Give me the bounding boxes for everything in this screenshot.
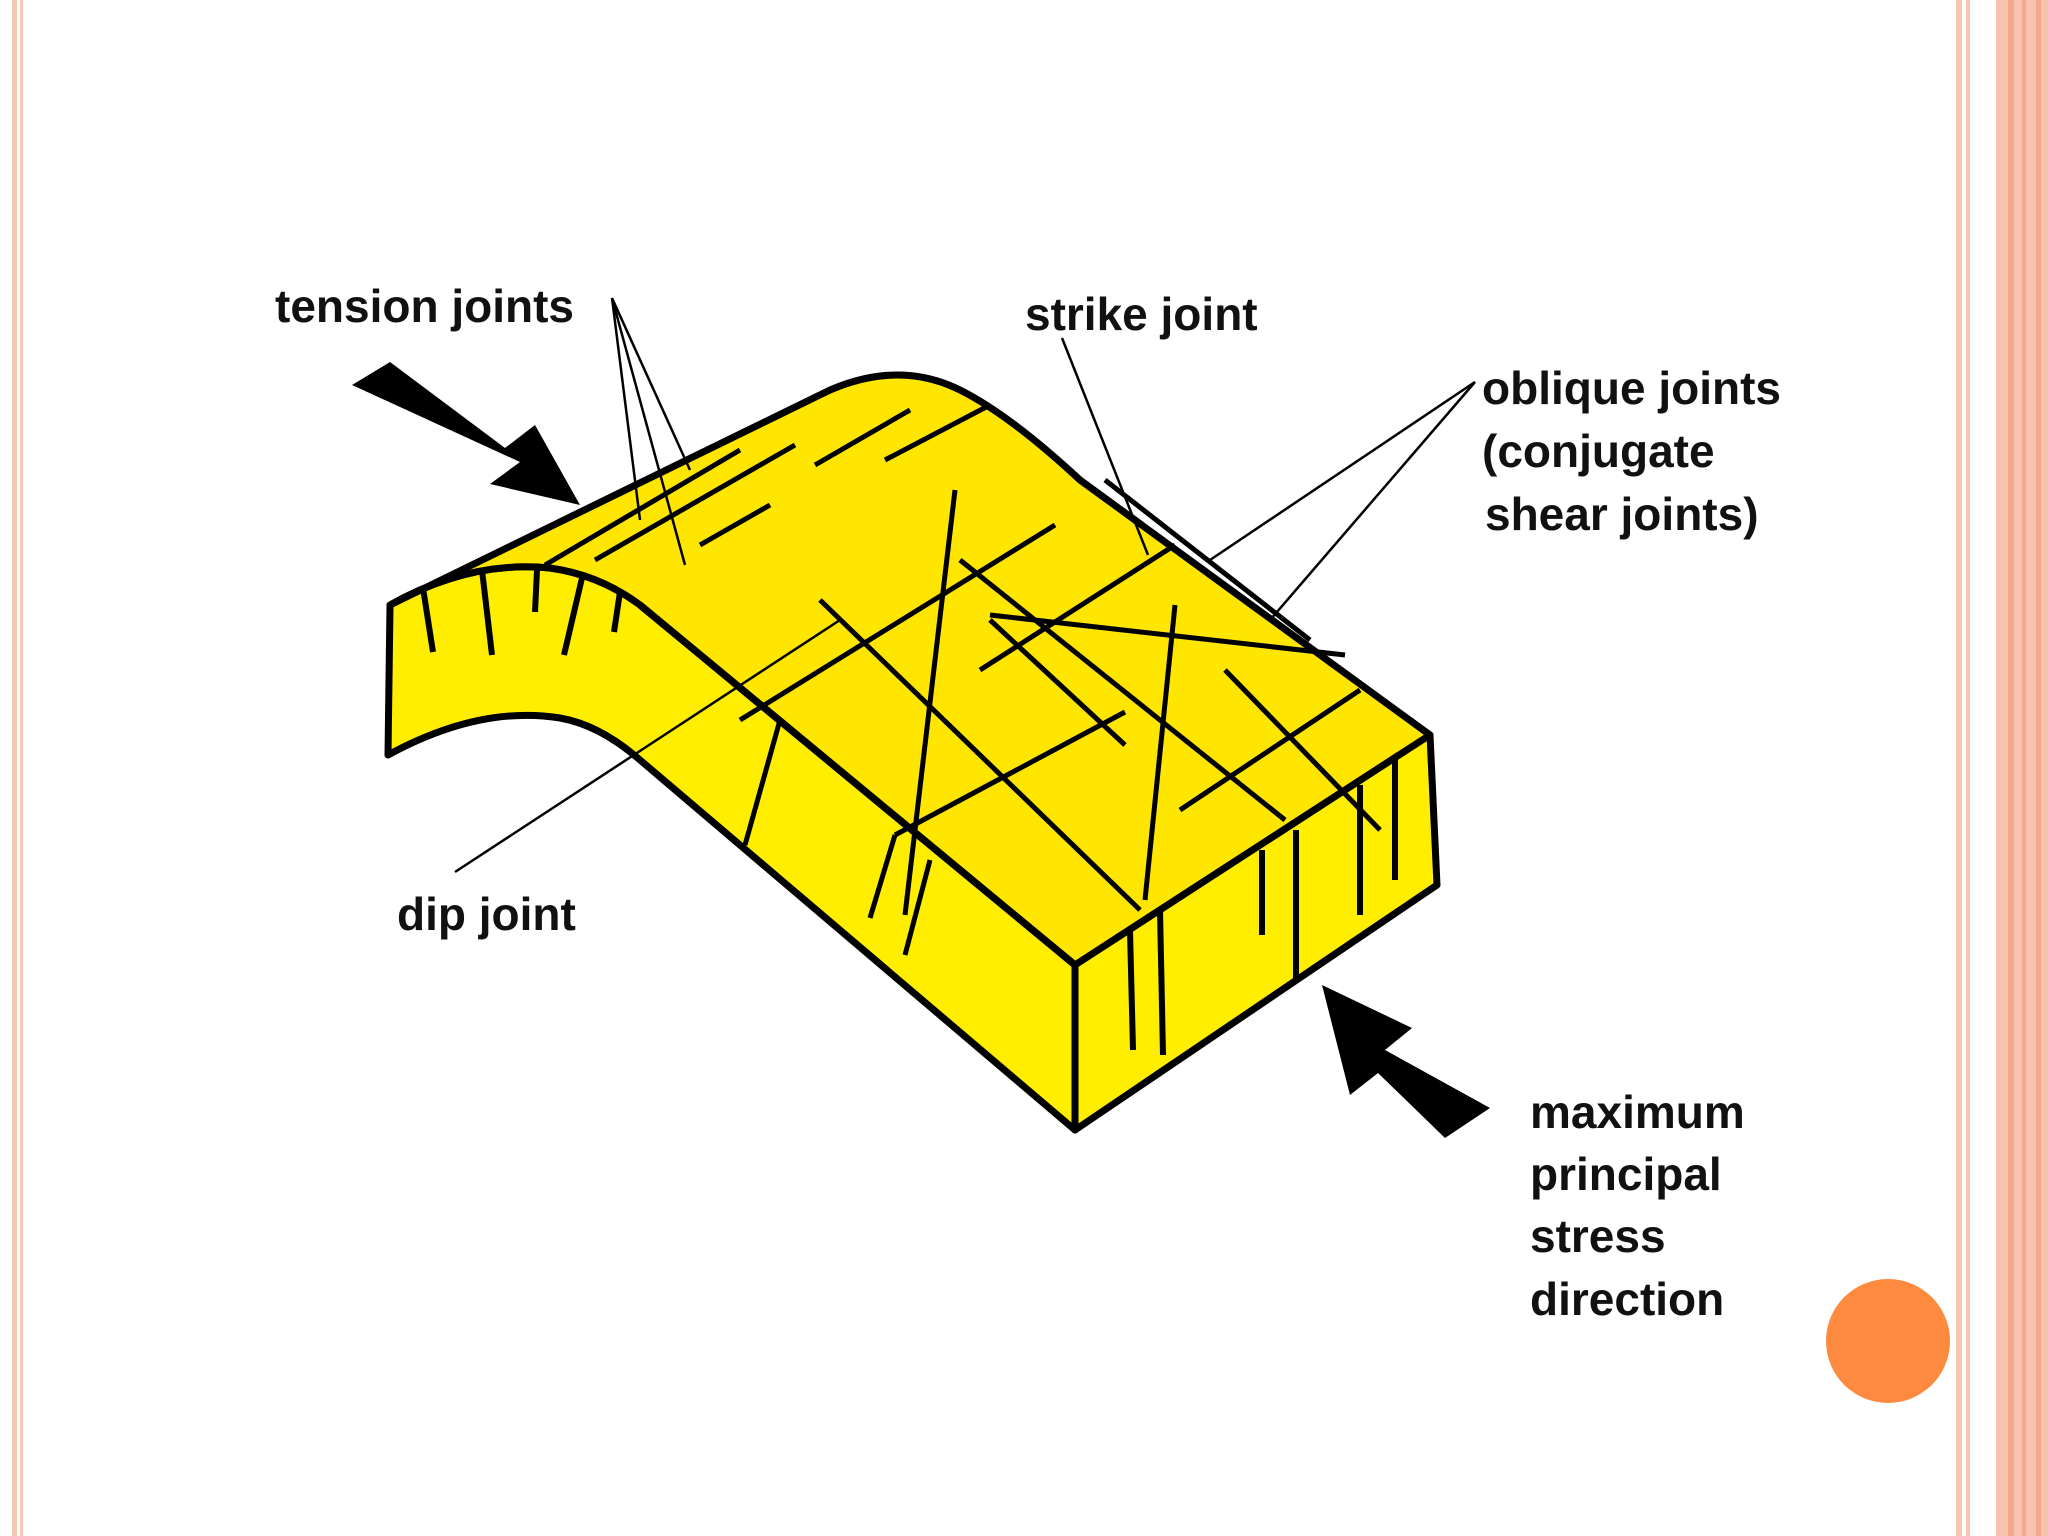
label-tension-joints: tension joints [275,280,574,332]
crest-tension-joints [543,402,992,568]
slide-frame-right [1956,0,2048,1536]
label-stress-line2: principal [1530,1148,1722,1200]
front-face-joints [742,719,933,956]
fold-hinge-line [637,602,1078,968]
label-dip-joint: dip joint [397,888,576,940]
label-stress-line1: maximum [1530,1086,1745,1138]
label-strike-joint: strike joint [1025,288,1258,340]
label-oblique-joints-line3: shear joints) [1485,488,1759,540]
fold-top-surface [386,371,1434,969]
leader-lines [454,297,1476,874]
label-stress-line4: direction [1530,1273,1724,1325]
label-oblique-joints-line1: oblique joints [1482,362,1781,414]
end-face-joints [1127,760,1398,1056]
fold-crest-line [549,565,642,608]
accent-circle [1826,1279,1950,1403]
label-stress-line3: stress [1530,1210,1666,1262]
label-oblique-joints-line2: (conjugate [1482,425,1715,477]
stress-arrow-lower-right [1322,985,1490,1138]
front-face-tension-ticks [420,569,623,656]
slide-frame-left [0,0,26,1536]
stress-arrow-upper-left [352,362,580,505]
